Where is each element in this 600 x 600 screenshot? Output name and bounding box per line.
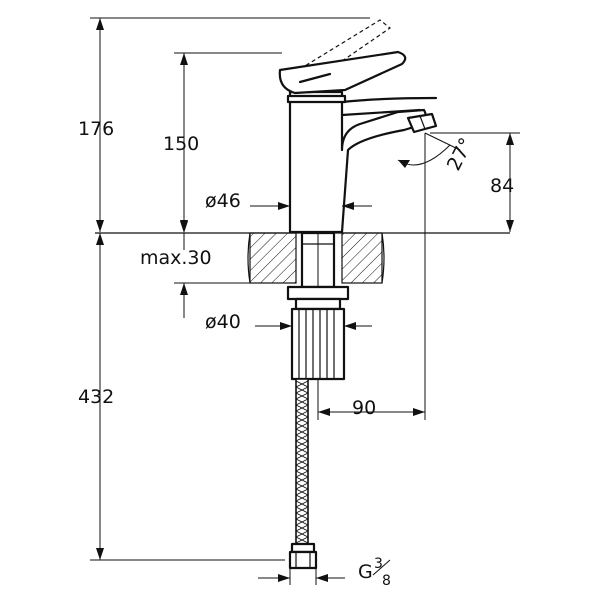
dim-label-spout-height: 150 (163, 133, 199, 155)
dimension-spout-reach: 90 (317, 380, 425, 420)
faucet-body (278, 19, 438, 234)
dim-label-shank-diameter: ø40 (205, 311, 241, 333)
dimension-spout-angle: 27° (397, 132, 478, 174)
dimension-deck-thickness: max.30 (140, 221, 250, 318)
dim-label-total-height: 176 (78, 118, 114, 140)
dimension-outlet-height: 84 (424, 132, 520, 420)
dim-label-connection-den: 8 (382, 573, 391, 589)
lever-handle (278, 50, 407, 95)
dim-label-spout-angle: 27° (443, 134, 478, 174)
dim-label-connection-g: G (358, 561, 373, 583)
dim-label-spout-reach: 90 (352, 397, 376, 419)
dimension-shank-diameter: ø40 (205, 311, 372, 333)
dimension-connection-thread: G 3 8 (258, 556, 391, 589)
dimension-total-height: 176 (78, 17, 370, 232)
dim-label-outlet-height: 84 (490, 175, 514, 197)
countertop-section (247, 232, 385, 284)
dim-label-connection-num: 3 (374, 556, 383, 572)
dim-label-deck-thickness: max.30 (140, 247, 212, 269)
dimension-body-diameter: ø46 (205, 190, 372, 212)
lever-open-position-outline (280, 19, 392, 91)
dim-label-hose-length: 432 (78, 386, 114, 408)
mounting-shank (286, 231, 350, 381)
dim-label-body-diameter: ø46 (205, 190, 241, 212)
flexible-hose (288, 378, 318, 570)
dimension-hose-length: 432 (78, 233, 285, 561)
